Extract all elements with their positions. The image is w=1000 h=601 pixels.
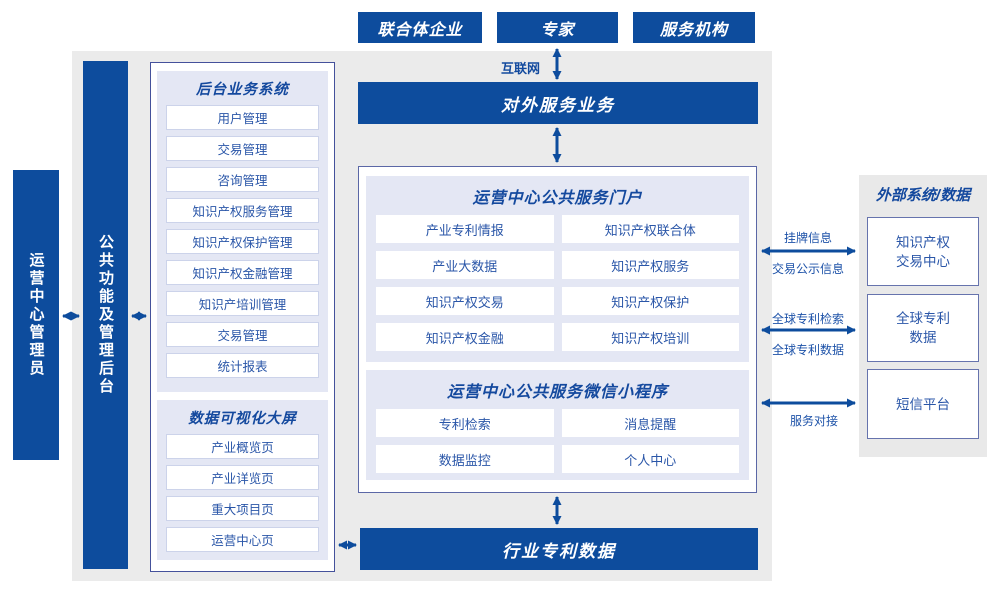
dashboard-item: 产业详览页 <box>166 465 319 490</box>
miniprogram-item: 个人中心 <box>561 445 739 473</box>
actor-consortium-enterprise: 联合体企业 <box>358 12 482 43</box>
internet-label: 互联网 <box>501 61 541 76</box>
actor-expert: 专家 <box>497 12 618 43</box>
dashboard-item: 重大项目页 <box>166 496 319 521</box>
backend-item: 知识产权保护管理 <box>166 229 319 254</box>
portal-item: 知识产权保护 <box>561 287 739 315</box>
backend-panel-title: 后台业务系统 <box>196 82 289 98</box>
portal-item: 产业专利情报 <box>376 215 554 243</box>
external-service-bar-label: 对外服务业务 <box>501 95 615 115</box>
backend-item: 咨询管理 <box>166 167 319 192</box>
portal-item: 知识产权联合体 <box>561 215 739 243</box>
industry-patent-bar-label: 行业专利数据 <box>502 541 616 561</box>
ip-trade-center-box: 知识产权 交易中心 <box>867 217 979 286</box>
ip-trade-center-line2: 交易中心 <box>896 253 950 269</box>
external-systems-panel: 外部系统/数据 知识产权 交易中心 全球专利 数据 短信平台 <box>859 175 987 457</box>
portal-item: 知识产权交易 <box>376 287 554 315</box>
dashboard-panel-title: 数据可视化大屏 <box>188 411 297 427</box>
dashboard-item: 运营中心页 <box>166 527 319 552</box>
miniprogram-item-grid: 专利检索 消息提醒 数据监控 个人中心 <box>366 402 749 473</box>
industry-patent-data-bar: 行业专利数据 <box>360 528 758 570</box>
backend-item-list: 用户管理 交易管理 咨询管理 知识产权服务管理 知识产权保护管理 知识产权金融管… <box>157 99 328 378</box>
global-patent-data-label: 全球专利数据 <box>771 343 844 357</box>
miniprogram-item: 专利检索 <box>376 409 554 437</box>
admin-rail-label: 运营中心管理员 <box>27 252 45 378</box>
operation-center-admin-rail: 运营中心管理员 <box>13 170 59 460</box>
global-patent-data-line2: 数据 <box>909 330 937 345</box>
portal-item: 知识产权培训 <box>561 323 739 351</box>
sms-platform-box: 短信平台 <box>867 369 979 439</box>
listing-info-label: 挂牌信息 <box>783 231 832 245</box>
service-connect-label: 服务对接 <box>789 414 838 428</box>
sms-platform-line1: 短信平台 <box>896 396 950 412</box>
public-function-backend-rail: 公共功能及管理后台 <box>83 61 128 569</box>
global-patent-data-box: 全球专利 数据 <box>867 294 979 362</box>
portal-title: 运营中心公共服务门户 <box>472 190 643 207</box>
portal-item: 知识产权服务 <box>561 251 739 279</box>
actor-label: 联合体企业 <box>377 21 463 39</box>
global-patent-data-line1: 全球专利 <box>896 311 950 326</box>
portal-item: 知识产权金融 <box>376 323 554 351</box>
backend-item: 知识产权服务管理 <box>166 198 319 223</box>
external-service-bar: 对外服务业务 <box>358 82 758 124</box>
external-panel-title: 外部系统/数据 <box>875 187 971 204</box>
public-service-portal-section: 运营中心公共服务门户 产业专利情报 知识产权联合体 产业大数据 知识产权服务 知… <box>366 176 749 362</box>
backend-item: 用户管理 <box>166 105 319 130</box>
backend-business-panel: 后台业务系统 用户管理 交易管理 咨询管理 知识产权服务管理 知识产权保护管理 … <box>157 71 328 392</box>
backend-item: 知识产培训管理 <box>166 291 319 316</box>
dashboard-item-list: 产业概览页 产业详览页 重大项目页 运营中心页 <box>157 428 328 552</box>
portal-item: 产业大数据 <box>376 251 554 279</box>
dashboard-item: 产业概览页 <box>166 434 319 459</box>
miniprogram-item: 数据监控 <box>376 445 554 473</box>
data-visualization-panel: 数据可视化大屏 产业概览页 产业详览页 重大项目页 运营中心页 <box>157 400 328 560</box>
backend-item: 知识产权金融管理 <box>166 260 319 285</box>
portal-item-grid: 产业专利情报 知识产权联合体 产业大数据 知识产权服务 知识产权交易 知识产权保… <box>366 208 749 351</box>
backend-item: 交易管理 <box>166 136 319 161</box>
actor-label: 服务机构 <box>659 21 728 39</box>
miniprogram-title: 运营中心公共服务微信小程序 <box>446 384 668 401</box>
wechat-miniprogram-section: 运营中心公共服务微信小程序 专利检索 消息提醒 数据监控 个人中心 <box>366 370 749 480</box>
actor-label: 专家 <box>540 21 575 39</box>
ip-trade-center-line1: 知识产权 <box>896 234 950 250</box>
backend-rail-label: 公共功能及管理后台 <box>97 234 114 396</box>
global-patent-search-label: 全球专利检索 <box>771 312 844 326</box>
trade-publicity-label: 交易公示信息 <box>771 262 844 276</box>
backend-item: 统计报表 <box>166 353 319 378</box>
actor-service-agency: 服务机构 <box>633 12 755 43</box>
backend-item: 交易管理 <box>166 322 319 347</box>
miniprogram-item: 消息提醒 <box>561 409 739 437</box>
